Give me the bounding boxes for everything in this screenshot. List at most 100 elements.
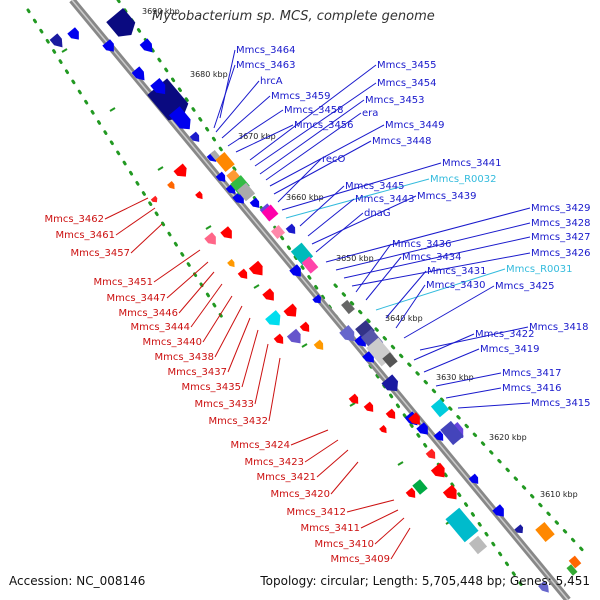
leader-dnaG	[315, 212, 364, 253]
leader-Mmcs_3424	[290, 429, 329, 446]
reverse-gene-feature	[405, 487, 416, 498]
leader-Mmcs_3416	[445, 387, 502, 399]
scale-label: 3670 kbp	[238, 132, 276, 141]
gene-label-Mmcs_3464: Mmcs_3464	[236, 45, 296, 56]
reverse-gene-feature	[385, 408, 396, 419]
gene-block-feature	[430, 398, 450, 418]
gene-block-feature	[440, 420, 464, 446]
gene-label-Mmcs_3447: Mmcs_3447	[106, 293, 166, 304]
reverse-gene-feature	[273, 333, 284, 344]
map-title: Mycobacterium sp. MCS, complete genome	[152, 9, 435, 24]
leader-Mmcs_3451	[153, 249, 201, 283]
leader-Mmcs_3440	[202, 295, 233, 343]
reverse-gene-feature	[425, 448, 436, 459]
leader-Mmcs_3432	[268, 357, 281, 422]
gene-labels: Mmcs_3464Mmcs_3463hrcAMmcs_3459Mmcs_3458…	[44, 45, 590, 565]
leader-Mmcs_3410	[374, 517, 405, 545]
leader-Mmcs_3429	[325, 207, 531, 263]
leader-Mmcs_3449	[269, 124, 385, 187]
gene-label-Mmcs_3424: Mmcs_3424	[230, 440, 290, 451]
gene-label-Mmcs_3444: Mmcs_3444	[130, 322, 190, 333]
scale-label: 3660 kbp	[286, 193, 324, 202]
leader-Mmcs_R0031	[375, 268, 506, 311]
kbp-tick	[253, 284, 260, 289]
forward-gene-feature	[433, 430, 444, 441]
reverse-gene-feature	[408, 412, 420, 425]
reverse-gene-feature	[237, 268, 248, 279]
gene-label-Mmcs_3415: Mmcs_3415	[531, 398, 591, 409]
leader-Mmcs_3436	[355, 243, 392, 293]
forward-gene-feature	[67, 27, 79, 40]
gene-label-Mmcs_3436: Mmcs_3436	[392, 239, 452, 250]
reverse-gene-feature	[348, 393, 359, 404]
gene-block-feature	[301, 256, 319, 274]
leader-Mmcs_3444	[190, 283, 223, 328]
gene-block-feature	[236, 182, 256, 202]
gene-label-dnaG: dnaG	[364, 208, 391, 219]
leader-Mmcs_3448	[273, 140, 372, 195]
gene-label-Mmcs_R0032: Mmcs_R0032	[430, 174, 496, 185]
gene-label-Mmcs_3453: Mmcs_3453	[365, 95, 425, 106]
leader-Mmcs_3423	[304, 439, 339, 463]
leader-Mmcs_3437	[227, 317, 251, 373]
gene-label-Mmcs_3455: Mmcs_3455	[377, 60, 437, 71]
gene-label-Mmcs_3412: Mmcs_3412	[286, 507, 346, 518]
gene-label-Mmcs_3461: Mmcs_3461	[55, 230, 115, 241]
gene-label-Mmcs_3418: Mmcs_3418	[529, 322, 589, 333]
leader-Mmcs_3417	[435, 372, 502, 387]
kbp-tick	[61, 48, 68, 53]
gene-label-Mmcs_3427: Mmcs_3427	[531, 232, 591, 243]
leader-Mmcs_3430	[395, 284, 426, 329]
scale-label: 3690 kbp	[142, 7, 180, 16]
topology-text: Topology: circular; Length: 5,705,448 bp…	[260, 574, 590, 588]
leader-Mmcs_3431	[385, 270, 427, 319]
reverse-gene-feature	[313, 339, 324, 350]
guide-ring-2	[333, 283, 590, 558]
leader-Mmcs_3438	[214, 305, 243, 358]
gene-label-Mmcs_3437: Mmcs_3437	[167, 367, 227, 378]
forward-gene-feature	[538, 580, 549, 593]
kbp-tick	[109, 107, 116, 112]
gene-block-feature	[270, 224, 286, 240]
leader-Mmcs_R0032	[285, 178, 430, 219]
gene-label-Mmcs_3409: Mmcs_3409	[330, 554, 390, 565]
leader-Mmcs_3443	[307, 198, 355, 237]
reverse-gene-feature	[283, 303, 297, 317]
forward-gene-feature	[131, 66, 145, 81]
gene-block-feature	[468, 535, 488, 555]
kbp-tick	[205, 225, 212, 230]
gene-label-Mmcs_3431: Mmcs_3431	[427, 266, 487, 277]
gene-label-Mmcs_3441: Mmcs_3441	[442, 158, 502, 169]
leader-Mmcs_3457	[130, 223, 163, 254]
gene-label-Mmcs_3421: Mmcs_3421	[256, 472, 316, 483]
gene-label-Mmcs_3459: Mmcs_3459	[271, 91, 331, 102]
leader-Mmcs_3411	[360, 509, 399, 529]
leader-Mmcs_3412	[346, 499, 395, 513]
leader-Mmcs_3415	[457, 402, 531, 409]
scale-label: 3620 kbp	[489, 433, 527, 442]
gene-label-recO: recO	[322, 154, 346, 165]
gene-label-Mmcs_3462: Mmcs_3462	[44, 214, 104, 225]
gene-label-Mmcs_3451: Mmcs_3451	[93, 277, 153, 288]
forward-gene-feature	[416, 422, 428, 435]
leader-Mmcs_3459	[221, 95, 271, 139]
reverse-gene-feature	[299, 321, 310, 332]
leader-era	[265, 112, 362, 181]
leader-Mmcs_3455	[249, 64, 377, 161]
reverse-gene-feature	[430, 462, 445, 478]
gene-block-feature	[568, 555, 582, 569]
gene-label-Mmcs_3457: Mmcs_3457	[70, 248, 130, 259]
forward-gene-feature	[139, 38, 153, 53]
forward-gene-feature	[150, 78, 166, 95]
gene-label-Mmcs_3454: Mmcs_3454	[377, 78, 437, 89]
gene-label-Mmcs_3420: Mmcs_3420	[270, 489, 330, 500]
leader-Mmcs_3461	[115, 207, 156, 236]
forward-gene-feature	[168, 106, 191, 130]
leader-hrcA	[215, 80, 260, 133]
reverse-gene-feature	[286, 328, 301, 344]
guide-ring-0	[26, 8, 227, 324]
gene-label-Mmcs_3426: Mmcs_3426	[531, 248, 591, 259]
leader-Mmcs_3427	[343, 236, 531, 279]
gene-label-Mmcs_3416: Mmcs_3416	[502, 383, 562, 394]
gene-label-Mmcs_3425: Mmcs_3425	[495, 281, 555, 292]
